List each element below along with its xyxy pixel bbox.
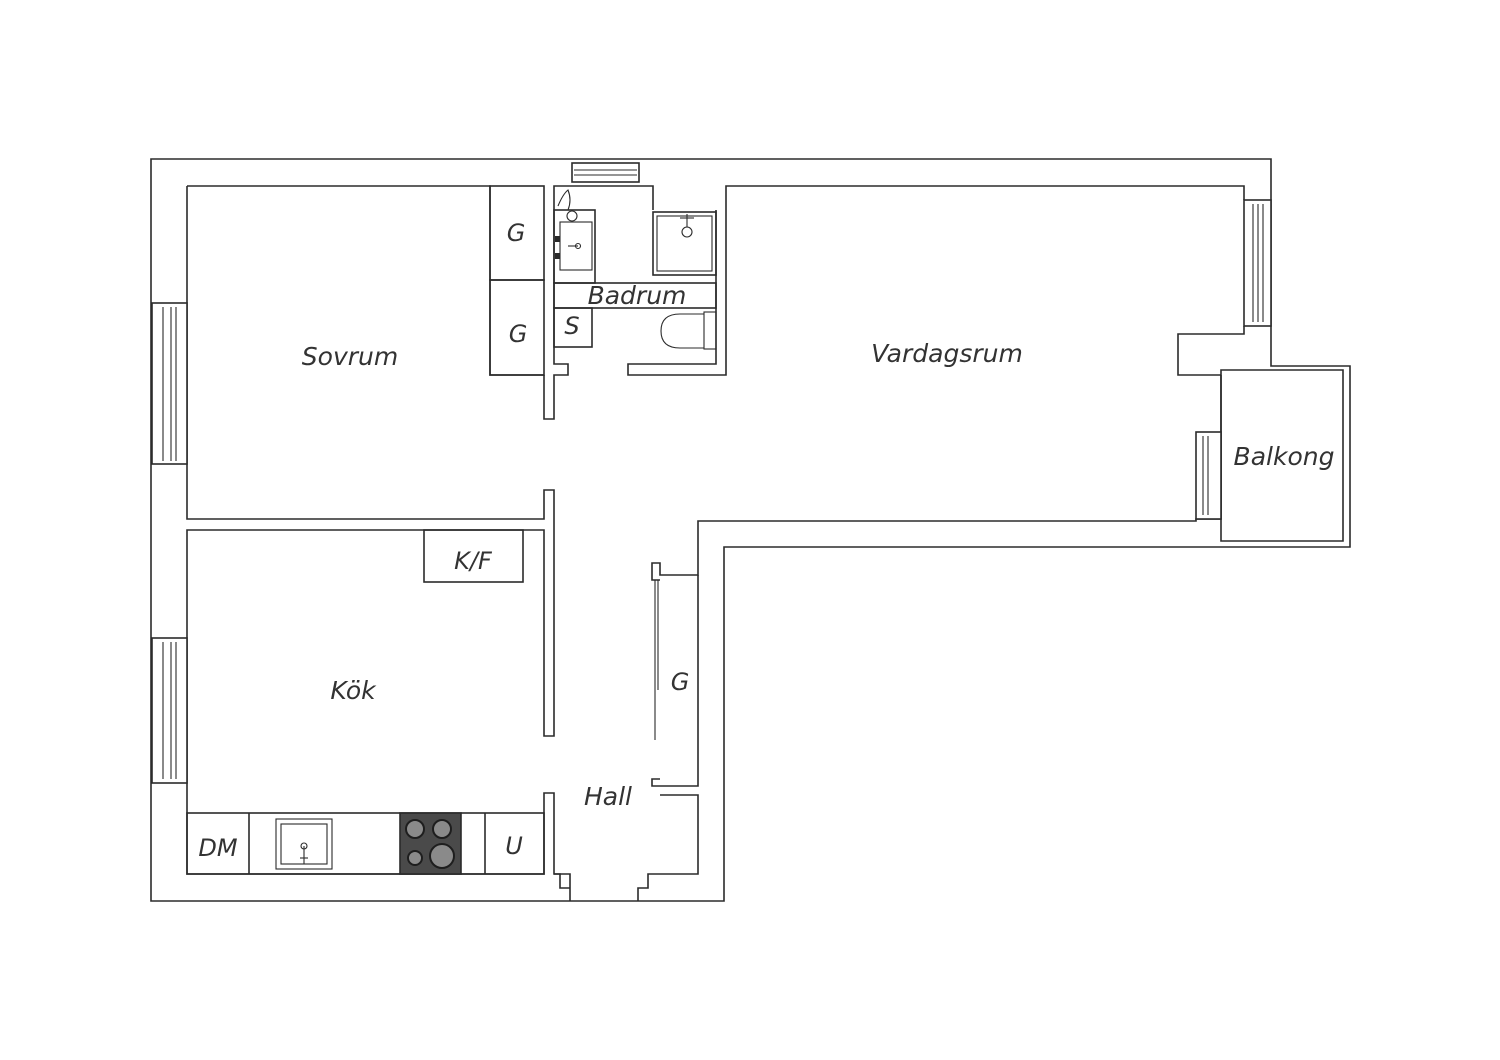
windows (151, 162, 1272, 784)
bathroom-fixtures (553, 189, 717, 350)
room-label-hall: Hall (584, 782, 632, 811)
interior-walls (186, 185, 1344, 901)
bath-storage-cabinet (553, 307, 593, 348)
dishwasher-label: DM (198, 834, 237, 862)
kitchen-counter (186, 812, 545, 875)
hall-wardrobe (654, 580, 659, 740)
room-label-badrum: Badrum (588, 281, 687, 310)
wardrobe-label-2: G (509, 320, 528, 348)
bathroom-toilet (660, 311, 717, 350)
bathroom-sink (553, 189, 596, 284)
kitchen-fixtures (186, 529, 545, 875)
wardrobe-label-1: G (507, 219, 526, 247)
sovrum-wardrobes (489, 185, 545, 376)
room-label-balkong: Balkong (1234, 442, 1335, 471)
hall-wardrobe-label: G (671, 668, 690, 696)
wardrobe-2 (489, 279, 545, 376)
room-label-vardagsrum: Vardagsrum (871, 339, 1023, 368)
room-label-sovrum: Sovrum (302, 342, 398, 371)
room-label-kok: Kök (330, 676, 377, 705)
fridge-freezer-label: K/F (454, 547, 493, 575)
kitchen-sink (275, 818, 333, 870)
bathroom-shower (652, 211, 717, 276)
stove (399, 812, 462, 875)
fridge-freezer (423, 529, 524, 583)
oven-label: U (505, 832, 523, 860)
storage-label: S (564, 312, 579, 340)
